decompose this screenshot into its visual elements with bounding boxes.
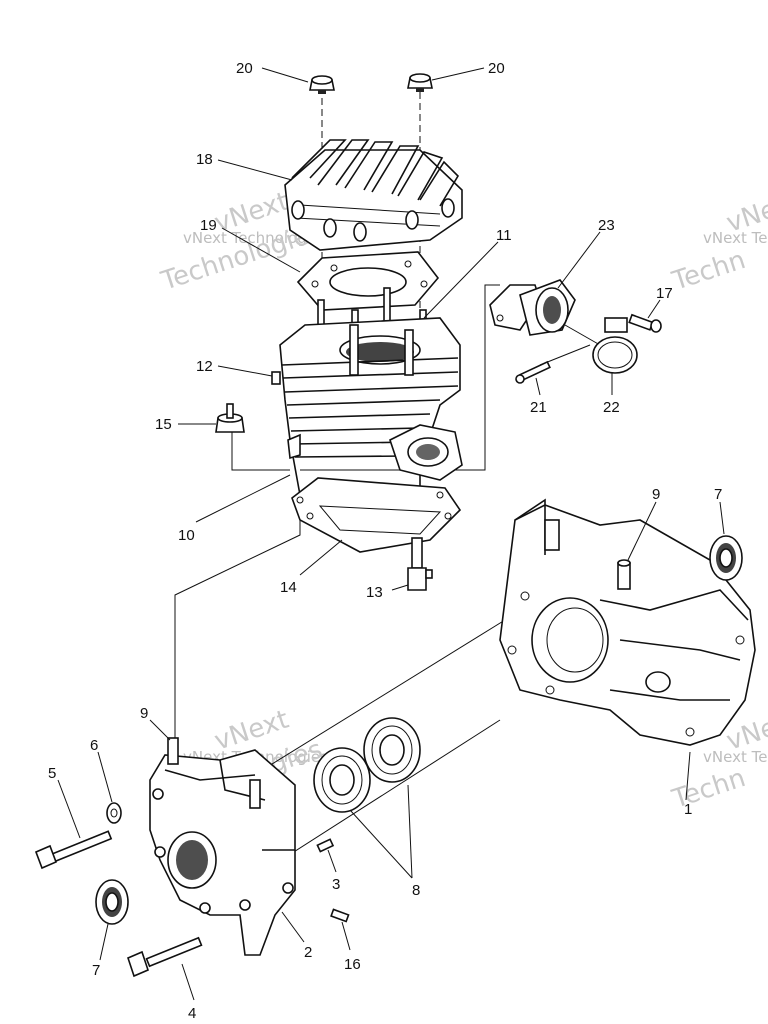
- hose-clamp: [592, 317, 638, 374]
- callout-7-right: 7: [714, 486, 722, 503]
- bearing-upper: [363, 717, 421, 783]
- callout-7-left: 7: [92, 962, 100, 979]
- cylinder: [279, 317, 463, 496]
- callout-labels: 20 20 18 19 11 23 17 12 15 21 22 10 14 1…: [48, 60, 722, 1022]
- bearing-lower: [313, 747, 371, 813]
- dowel-3: [316, 838, 335, 853]
- watermark-short: Techn: [668, 245, 749, 297]
- watermark-company: vNext Technologies: [183, 229, 328, 247]
- bolt-5: [34, 830, 113, 870]
- callout-8: 8: [412, 882, 420, 899]
- callout-16: 16: [344, 956, 361, 973]
- cylinder-head-nut-right: [407, 73, 433, 92]
- bolt-4: [127, 936, 203, 978]
- oil-seal-left: [95, 879, 129, 925]
- leader-lines: [57, 67, 725, 1001]
- clamp-screw: [628, 313, 662, 333]
- callout-19: 19: [200, 217, 217, 234]
- callout-14: 14: [280, 579, 297, 596]
- base-gasket: [291, 477, 462, 553]
- callout-11: 11: [496, 227, 512, 244]
- crankcase-right: [499, 498, 756, 746]
- callout-20-left: 20: [236, 60, 253, 77]
- callout-4: 4: [188, 1005, 196, 1022]
- watermark-short: Techn: [668, 763, 749, 815]
- head-gasket: [296, 251, 440, 311]
- callout-18: 18: [196, 151, 213, 168]
- callout-5: 5: [48, 765, 56, 782]
- oil-seal-right: [709, 535, 743, 581]
- manifold-bolt: [515, 360, 551, 384]
- callout-15: 15: [155, 416, 172, 433]
- callout-3: 3: [332, 876, 340, 893]
- callout-1: 1: [684, 801, 692, 818]
- callout-10: 10: [178, 527, 195, 544]
- callout-6: 6: [90, 737, 98, 754]
- crankcase-left: [149, 737, 296, 956]
- callout-12: 12: [196, 358, 213, 375]
- intake-manifold: [489, 279, 576, 336]
- watermark-company: vNext Technologies: [703, 229, 768, 247]
- callout-22: 22: [603, 399, 620, 416]
- watermark-company: vNext Technologies: [703, 748, 768, 766]
- flange-nut: [215, 403, 245, 433]
- cylinder-head: [284, 139, 463, 251]
- callout-9-left: 9: [140, 705, 148, 722]
- callout-20-right: 20: [488, 60, 505, 77]
- plug-screw-16: [330, 908, 350, 923]
- callout-23: 23: [598, 217, 615, 234]
- sensor-plug: [407, 537, 433, 591]
- callout-17: 17: [656, 285, 673, 302]
- dowel-pin: [271, 371, 281, 385]
- callout-13: 13: [366, 584, 383, 601]
- washer-6: [106, 802, 122, 824]
- cylinder-head-nut-left: [309, 75, 335, 94]
- callout-9-right: 9: [652, 486, 660, 503]
- callout-21: 21: [530, 399, 547, 416]
- callout-2: 2: [304, 944, 312, 961]
